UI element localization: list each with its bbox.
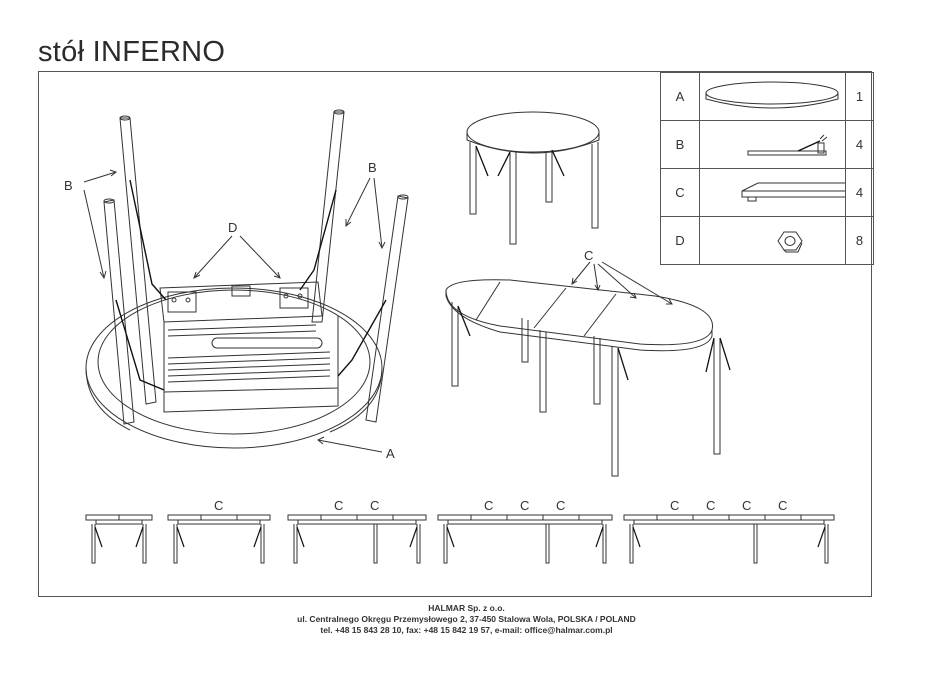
upside-down-table-illustration — [83, 109, 409, 453]
extension-leaf-icon — [699, 168, 846, 217]
part-label: D — [660, 216, 700, 265]
configuration-3 — [287, 514, 427, 564]
configuration-leaf-label: C — [334, 498, 344, 513]
page-title: stół INFERNO — [38, 36, 226, 68]
diagram-frame — [38, 71, 872, 597]
part-label: A — [660, 72, 700, 121]
configuration-4 — [437, 514, 613, 564]
callout-a: A — [386, 446, 395, 461]
extended-table-illustration — [445, 261, 731, 477]
callout-c-extended: C — [584, 248, 594, 263]
configuration-leaf-label: C — [670, 498, 680, 513]
parts-row: B 4 — [660, 120, 874, 169]
part-quantity: 8 — [845, 216, 874, 265]
footer-address: ul. Centralnego Okręgu Przemysłowego 2, … — [297, 614, 636, 624]
configuration-views — [85, 514, 835, 564]
round-table-illustration — [466, 111, 600, 245]
part-label: C — [660, 168, 700, 217]
hex-nut-icon — [699, 216, 846, 265]
configuration-1 — [85, 514, 153, 564]
configuration-leaf-label: C — [214, 498, 224, 513]
part-label: B — [660, 120, 700, 169]
configuration-leaf-label: C — [484, 498, 494, 513]
configuration-leaf-label: C — [742, 498, 752, 513]
configuration-5 — [623, 514, 835, 564]
configuration-leaf-label: C — [520, 498, 530, 513]
parts-row: D 8 — [660, 216, 874, 265]
part-quantity: 4 — [845, 168, 874, 217]
callout-d: D — [228, 220, 238, 235]
leg-bracket-icon — [699, 120, 846, 169]
callout-b-right: B — [368, 160, 377, 175]
configuration-leaf-label: C — [706, 498, 716, 513]
callout-b-left: B — [64, 178, 73, 193]
footer-company: HALMAR Sp. z o.o. — [428, 603, 505, 613]
configuration-leaf-label: C — [778, 498, 788, 513]
parts-row: A 1 — [660, 72, 874, 121]
parts-table: A 1 B 4 C — [660, 72, 874, 265]
part-quantity: 4 — [845, 120, 874, 169]
round-tabletop-icon — [699, 72, 846, 121]
footer: HALMAR Sp. z o.o. ul. Centralnego Okręgu… — [0, 603, 933, 636]
configuration-leaf-label: C — [556, 498, 566, 513]
part-quantity: 1 — [845, 72, 874, 121]
configuration-leaf-label: C — [370, 498, 380, 513]
configuration-2 — [167, 514, 271, 564]
footer-contact: tel. +48 15 843 28 10, fax: +48 15 842 1… — [320, 625, 613, 635]
parts-row: C 4 — [660, 168, 874, 217]
